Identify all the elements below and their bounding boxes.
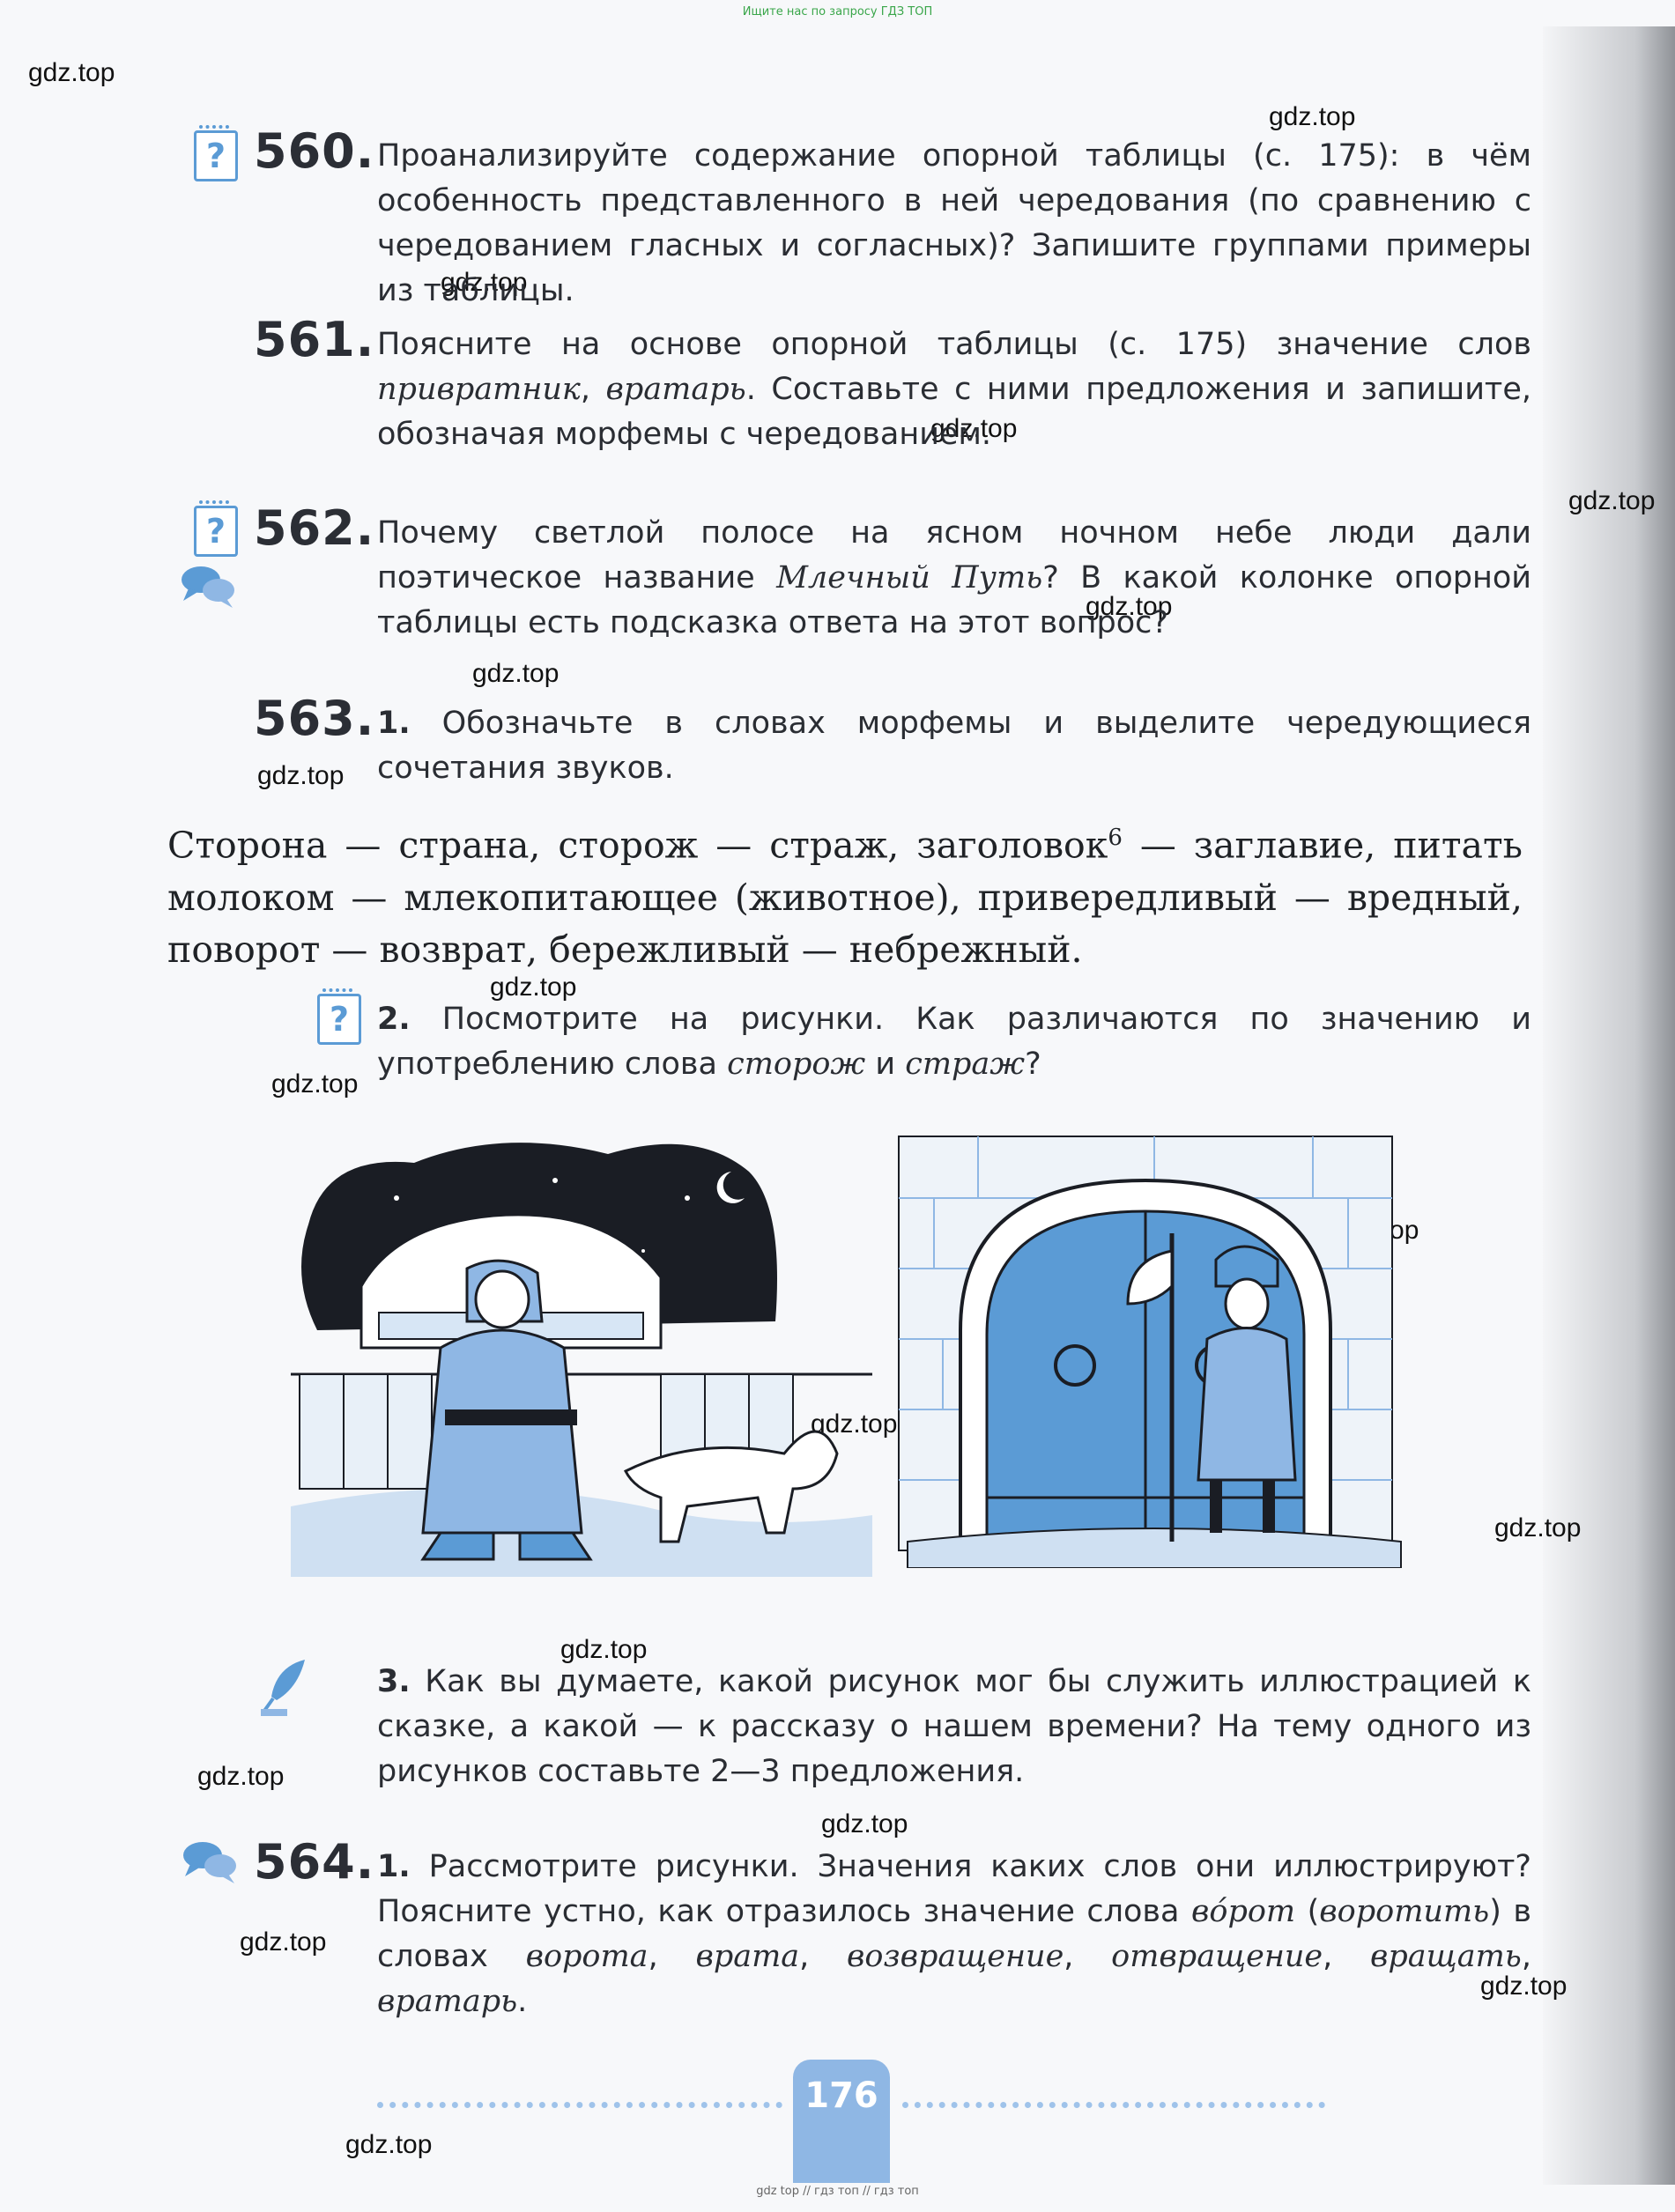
- exercise-562-text: Почему светлой полосе на ясном ночном не…: [377, 515, 1531, 640]
- watermark: gdz.top: [197, 1762, 285, 1791]
- page-number-dots: [902, 2102, 1325, 2115]
- exercise-number: 564.: [254, 1834, 375, 1890]
- exercise-560-text: Проанализируйте содержание опорной табли…: [377, 138, 1531, 308]
- exercise-563-part1: 1. Обозначьте в словах морфемы и выделит…: [377, 706, 1531, 786]
- watermark: gdz.top: [560, 1635, 648, 1664]
- feather-pen-icon: [261, 1660, 305, 1716]
- watchman-illustration: [291, 1143, 872, 1577]
- speech-bubbles-icon: [182, 566, 234, 608]
- watermark: gdz.top: [821, 1809, 908, 1838]
- watermark: gdz.top: [1269, 102, 1356, 131]
- watermark: gdz.top: [28, 58, 115, 87]
- page-number-tab: [793, 2060, 890, 2183]
- exercise-number: 563.: [254, 691, 375, 746]
- exercise-number: 561.: [254, 312, 375, 367]
- watermark: gdz.top: [240, 1927, 327, 1957]
- exercise-563-part3: 3. Как вы думаете, какой рисунок мог бы …: [377, 1664, 1531, 1789]
- watermark: gdz.top: [345, 2130, 433, 2159]
- example-words: Сторона — страна, сторож — страж, заголо…: [167, 824, 1523, 971]
- header-banner: Ищите нас по запросу ГДЗ ТОП: [742, 5, 933, 18]
- page-number-dots: [377, 2102, 782, 2115]
- watermark: gdz.top: [1494, 1513, 1582, 1542]
- question-notebook-icon: ?: [194, 125, 238, 181]
- watermark: gdz.top: [257, 761, 345, 790]
- question-notebook-icon: ?: [317, 988, 361, 1045]
- guard-illustration: [898, 1136, 1402, 1568]
- watermark: gdz.top: [441, 268, 528, 297]
- watermark: gdz.top: [472, 659, 560, 688]
- page-number: 176: [804, 2075, 878, 2116]
- watermark: gdz.top: [1568, 486, 1656, 515]
- exercise-561-text: Поясните на основе опорной таблицы (с. 1…: [377, 327, 1531, 452]
- exercise-number: 560.: [254, 123, 375, 179]
- watermark: gdz.top: [271, 1069, 359, 1099]
- question-notebook-icon: ?: [194, 500, 238, 557]
- watermark: gdz.top: [1480, 1972, 1568, 2001]
- exercise-564-text: 1. Рассмотрите рисунки. Значения каких с…: [377, 1849, 1531, 2019]
- watermark: gdz.top: [930, 414, 1018, 443]
- exercise-563-part2: 2. Посмотрите на рисунки. Как различаютс…: [377, 1002, 1531, 1082]
- page-edge-shadow: [1543, 26, 1675, 2185]
- footer-banner: gdz top // гдз топ // гдз топ: [756, 2185, 919, 2198]
- exercise-number: 562.: [254, 500, 375, 556]
- speech-bubbles-icon: [183, 1842, 236, 1883]
- watermark: gdz.top: [490, 973, 577, 1002]
- watermark: gdz.top: [1086, 592, 1173, 621]
